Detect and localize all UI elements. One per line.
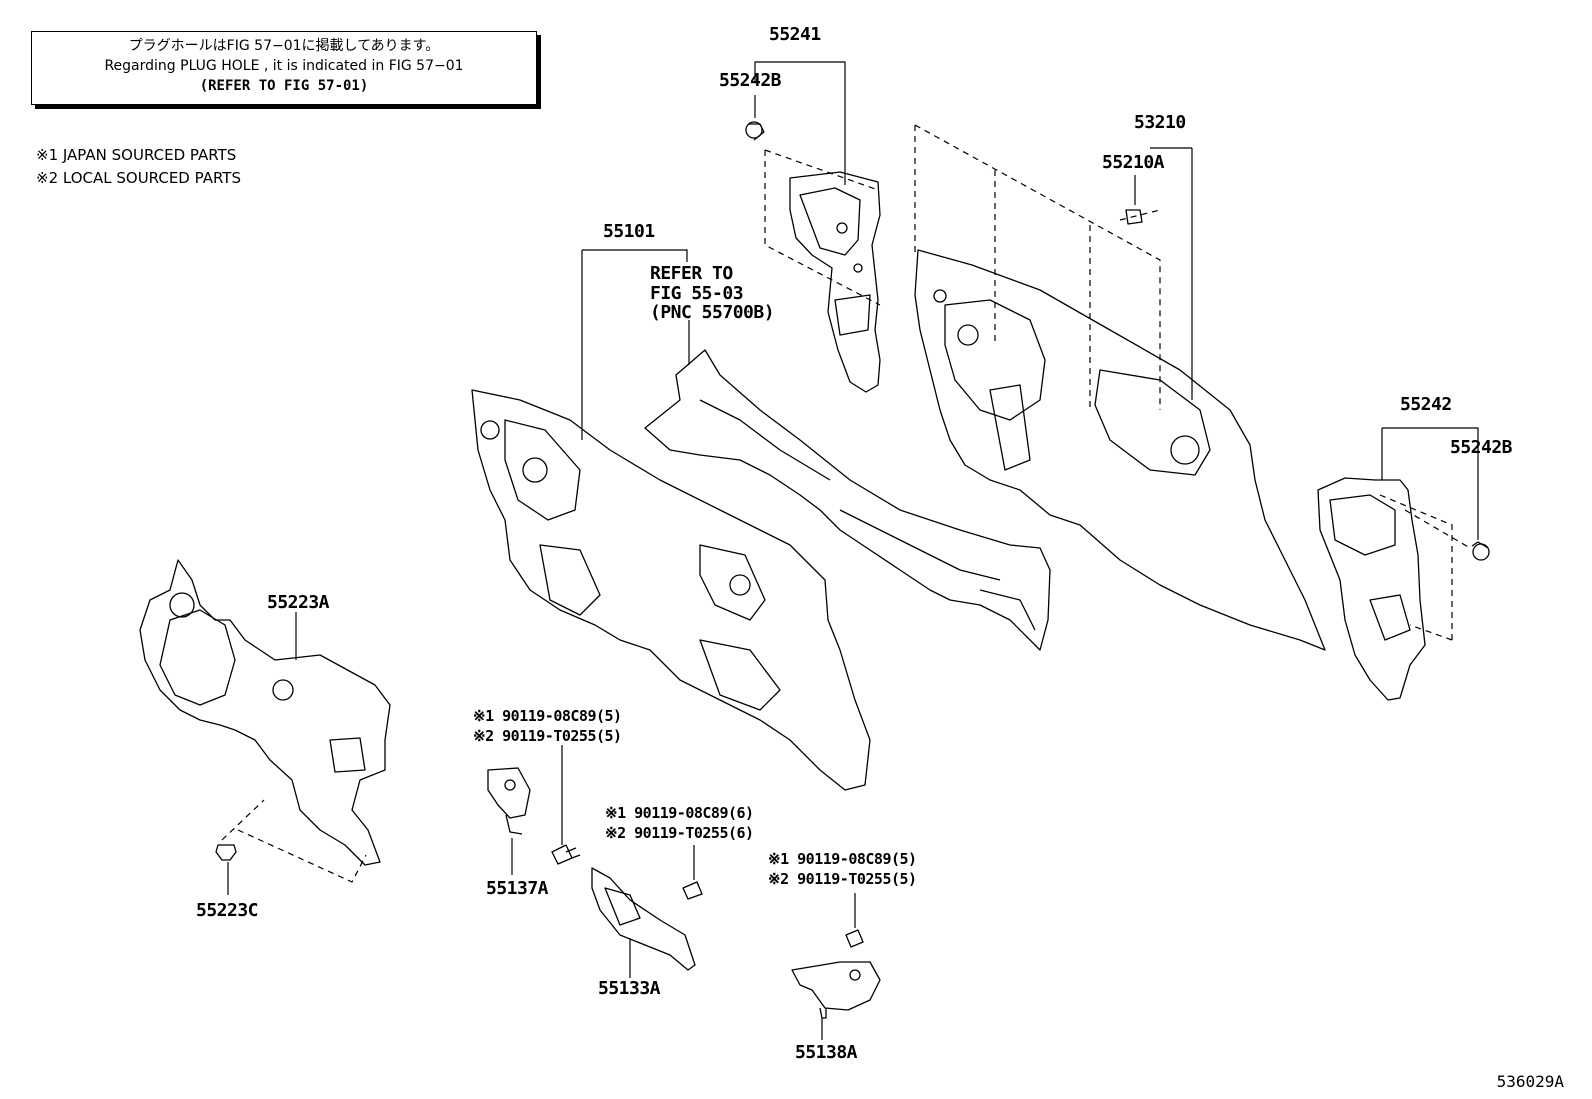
bolt-90119-group1 <box>551 844 581 865</box>
label-55242: 55242 <box>1400 394 1452 415</box>
label-55223C: 55223C <box>196 900 259 921</box>
legend-local-sourced: ※2 LOCAL SOURCED PARTS <box>36 169 241 187</box>
dashed-assembly-lines <box>221 124 1471 883</box>
leader-lines <box>227 61 1479 1040</box>
label-55210A: 55210A <box>1102 152 1165 173</box>
part-55223C-clip <box>215 844 237 861</box>
part-cowl-top <box>644 349 1051 651</box>
legend-japan-sourced: ※1 JAPAN SOURCED PARTS <box>36 146 237 164</box>
label-bolt-japan-1: ※1 90119-08C89(5) <box>473 707 622 725</box>
part-55138A-bracket <box>791 961 881 1019</box>
label-refer-pnc: (PNC 55700B) <box>650 302 775 323</box>
part-55242B-clip-right <box>1471 541 1490 561</box>
part-55242-bracket <box>1317 477 1426 701</box>
label-55241: 55241 <box>769 24 821 45</box>
label-55242B-top: 55242B <box>719 70 782 91</box>
figure-id: 536029A <box>1496 1072 1564 1091</box>
part-55223A-insulator <box>139 559 391 866</box>
label-55223A: 55223A <box>267 592 330 613</box>
label-bolt-japan-3: ※1 90119-08C89(5) <box>768 850 917 868</box>
label-55138A: 55138A <box>795 1042 858 1063</box>
part-55137A-bracket <box>487 767 531 835</box>
part-55241-bracket <box>789 171 881 393</box>
bolt-90119-group3 <box>845 929 864 948</box>
note-japanese: プラグホールはFIG 57−01に掲載してあります。 <box>128 38 440 54</box>
label-55101: 55101 <box>603 221 655 242</box>
label-bolt-local-2: ※2 90119-T0255(6) <box>605 824 754 842</box>
label-55133A: 55133A <box>598 978 661 999</box>
label-55137A: 55137A <box>486 878 549 899</box>
part-53210-dash-panel <box>914 249 1326 651</box>
label-refer-to: REFER TO <box>650 263 733 284</box>
part-55210A-clip <box>1125 209 1143 225</box>
part-55242B-clip-top <box>745 121 765 141</box>
bolt-90119-group2 <box>682 881 703 900</box>
label-55242B-right: 55242B <box>1450 437 1513 458</box>
label-bolt-japan-2: ※1 90119-08C89(6) <box>605 804 754 822</box>
label-refer-fig: FIG 55-03 <box>650 283 744 304</box>
label-bolt-local-3: ※2 90119-T0255(5) <box>768 870 917 888</box>
note-reference: (REFER TO FIG 57-01) <box>199 78 369 94</box>
part-55133A-bracket <box>591 867 696 971</box>
note-english: Regarding PLUG HOLE , it is indicated in… <box>104 58 464 74</box>
plug-hole-note: プラグホールはFIG 57−01に掲載してあります。 Regarding PLU… <box>31 31 537 105</box>
label-bolt-local-1: ※2 90119-T0255(5) <box>473 727 622 745</box>
part-55101-insulator <box>471 389 871 791</box>
label-53210: 53210 <box>1134 112 1186 133</box>
